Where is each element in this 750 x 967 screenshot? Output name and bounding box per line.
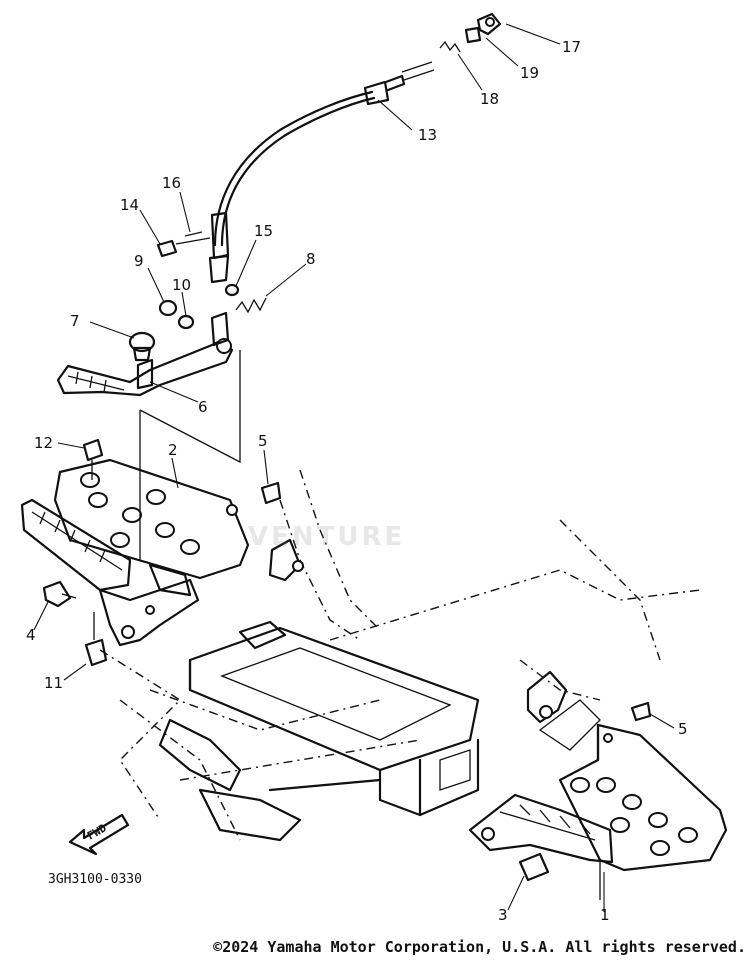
callout-numbers: 1 2 3 4 5 5 6 7 8 9 10 11 12 13 14 15 16… [26, 38, 688, 924]
callout-15: 15 [254, 222, 273, 240]
left-footpeg [20, 498, 200, 647]
brake-pedal [56, 311, 234, 397]
right-footpeg [468, 793, 614, 864]
callout-14: 14 [120, 196, 139, 214]
callout-11: 11 [44, 674, 63, 692]
callout-3: 3 [498, 906, 508, 924]
callout-7: 7 [70, 312, 80, 330]
fwd-arrow: FWD [68, 813, 130, 856]
assembly-lines [139, 350, 601, 900]
callout-19: 19 [520, 64, 539, 82]
callout-13: 13 [418, 126, 437, 144]
callout-4: 4 [26, 626, 36, 644]
callout-8: 8 [306, 250, 316, 268]
left-mount-clip [268, 538, 304, 582]
frame-outline [99, 469, 701, 841]
callout-17: 17 [562, 38, 581, 56]
callout-18: 18 [480, 90, 499, 108]
leader-lines [33, 23, 675, 912]
bolts [42, 438, 652, 882]
callout-12: 12 [34, 434, 53, 452]
watermark-logo: VENTURE [248, 522, 406, 552]
callout-1: 1 [600, 906, 610, 924]
frame-crossmember [158, 620, 480, 842]
right-mount-clip [526, 670, 601, 751]
pivot-hardware [128, 231, 267, 362]
diagram-code: 3GH3100-0330 [48, 872, 142, 887]
brake-cable [208, 61, 435, 284]
rod-end-parts [439, 12, 502, 53]
right-footrest-bracket [558, 723, 728, 872]
callout-9: 9 [134, 252, 144, 270]
left-footrest-bracket [53, 458, 250, 580]
callout-10: 10 [172, 276, 191, 294]
callout-6: 6 [198, 398, 208, 416]
callout-5-left: 5 [258, 432, 268, 450]
callout-5-right: 5 [678, 720, 688, 738]
copyright-footer: ©2024 Yamaha Motor Corporation, U.S.A. A… [213, 938, 746, 956]
callout-2: 2 [168, 441, 178, 459]
callout-16: 16 [162, 174, 181, 192]
